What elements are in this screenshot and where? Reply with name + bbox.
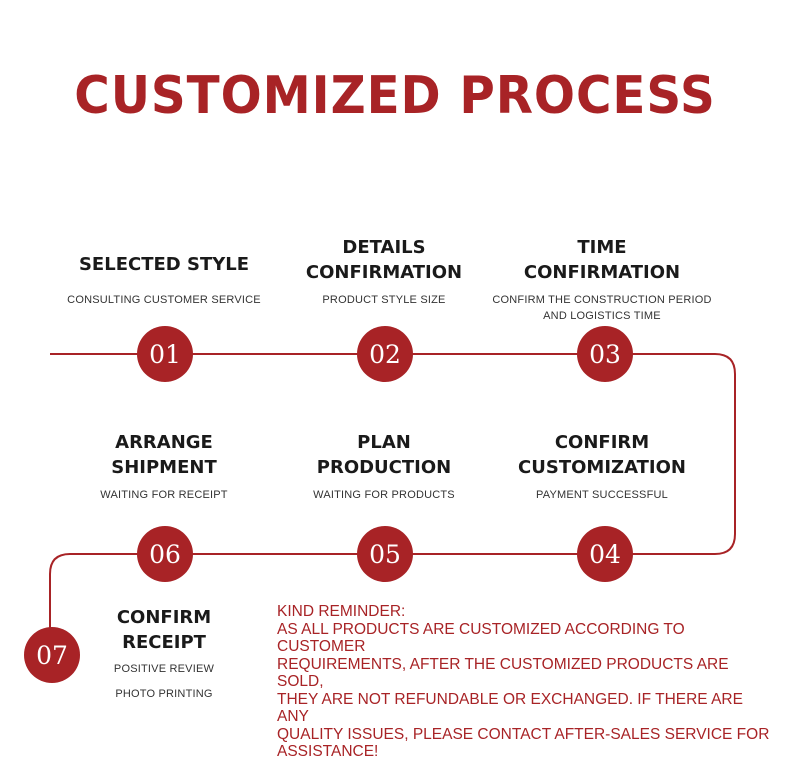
kind-reminder-line: AS ALL PRODUCTS ARE CUSTOMIZED ACCORDING…	[277, 620, 685, 656]
step-heading-confirm-customization: CONFIRM CUSTOMIZATION	[472, 430, 732, 480]
step-heading-line: CONFIRM	[554, 432, 650, 453]
step-description-line: POSITIVE REVIEW	[113, 663, 215, 675]
kind-reminder-title: KIND REMINDER:	[277, 603, 406, 620]
step-description: WAITING FOR RECEIPT	[44, 487, 284, 503]
step-number-01: 01	[137, 326, 193, 382]
step-heading-line: PLAN	[357, 432, 411, 453]
kind-reminder-line: THEY ARE NOT REFUNDABLE OR EXCHANGED. IF…	[277, 690, 743, 726]
step-number-02: 02	[357, 326, 413, 382]
kind-reminder-line: QUALITY ISSUES, PLEASE CONTACT AFTER-SAL…	[277, 725, 770, 743]
step-description-line: CONFIRM THE CONSTRUCTION PERIOD	[492, 294, 712, 306]
step-heading-line: CUSTOMIZATION	[518, 457, 686, 478]
kind-reminder: KIND REMINDER: AS ALL PRODUCTS ARE CUSTO…	[277, 603, 777, 761]
step-number-03: 03	[577, 326, 633, 382]
kind-reminder-line: ASSISTANCE!	[277, 743, 379, 760]
step-heading-confirm-receipt: CONFIRM RECEIPT	[84, 605, 244, 655]
step-heading-details-confirmation: DETAILS CONFIRMATION	[264, 235, 504, 285]
step-description-line: AND LOGISTICS TIME	[543, 310, 661, 322]
step-heading-line: SELECTED STYLE	[78, 254, 250, 275]
step-heading-line: CONFIRMATION	[305, 262, 463, 283]
step-description-line: WAITING FOR RECEIPT	[100, 489, 228, 501]
step-heading-line: SHIPMENT	[111, 457, 217, 478]
step-number-04: 04	[577, 526, 633, 582]
step-description: CONSULTING CUSTOMER SERVICE	[44, 292, 284, 308]
step-heading-plan-production: PLAN PRODUCTION	[264, 430, 504, 480]
step-heading-line: ARRANGE	[115, 432, 213, 453]
step-description: POSITIVE REVIEW PHOTO PRINTING	[84, 661, 244, 702]
step-description: WAITING FOR PRODUCTS	[264, 487, 504, 503]
step-description: PRODUCT STYLE SIZE	[264, 292, 504, 308]
step-heading-selected-style: SELECTED STYLE	[44, 252, 284, 277]
step-number-06: 06	[137, 526, 193, 582]
step-description-line: CONSULTING CUSTOMER SERVICE	[67, 294, 261, 306]
step-description-line: WAITING FOR PRODUCTS	[313, 489, 455, 501]
step-heading-line: CONFIRM	[116, 607, 212, 628]
step-number-07: 07	[24, 627, 80, 683]
step-heading-line: TIME	[577, 237, 627, 258]
step-heading-line: CONFIRMATION	[523, 262, 681, 283]
step-description: PAYMENT SUCCESSFUL	[472, 487, 732, 503]
step-heading-time-confirmation: TIME CONFIRMATION	[472, 235, 732, 285]
step-heading-line: DETAILS	[342, 237, 426, 258]
step-number-05: 05	[357, 526, 413, 582]
step-heading-arrange-shipment: ARRANGE SHIPMENT	[44, 430, 284, 480]
step-heading-line: PRODUCTION	[316, 457, 452, 478]
step-description-line: PHOTO PRINTING	[115, 688, 213, 700]
step-heading-line: RECEIPT	[122, 632, 206, 653]
page-title: CUSTOMIZED PROCESS	[74, 66, 716, 126]
step-description: CONFIRM THE CONSTRUCTION PERIOD AND LOGI…	[472, 292, 732, 324]
kind-reminder-line: REQUIREMENTS, AFTER THE CUSTOMIZED PRODU…	[277, 655, 729, 691]
step-description-line: PRODUCT STYLE SIZE	[322, 294, 446, 306]
step-description-line: PAYMENT SUCCESSFUL	[536, 489, 668, 501]
